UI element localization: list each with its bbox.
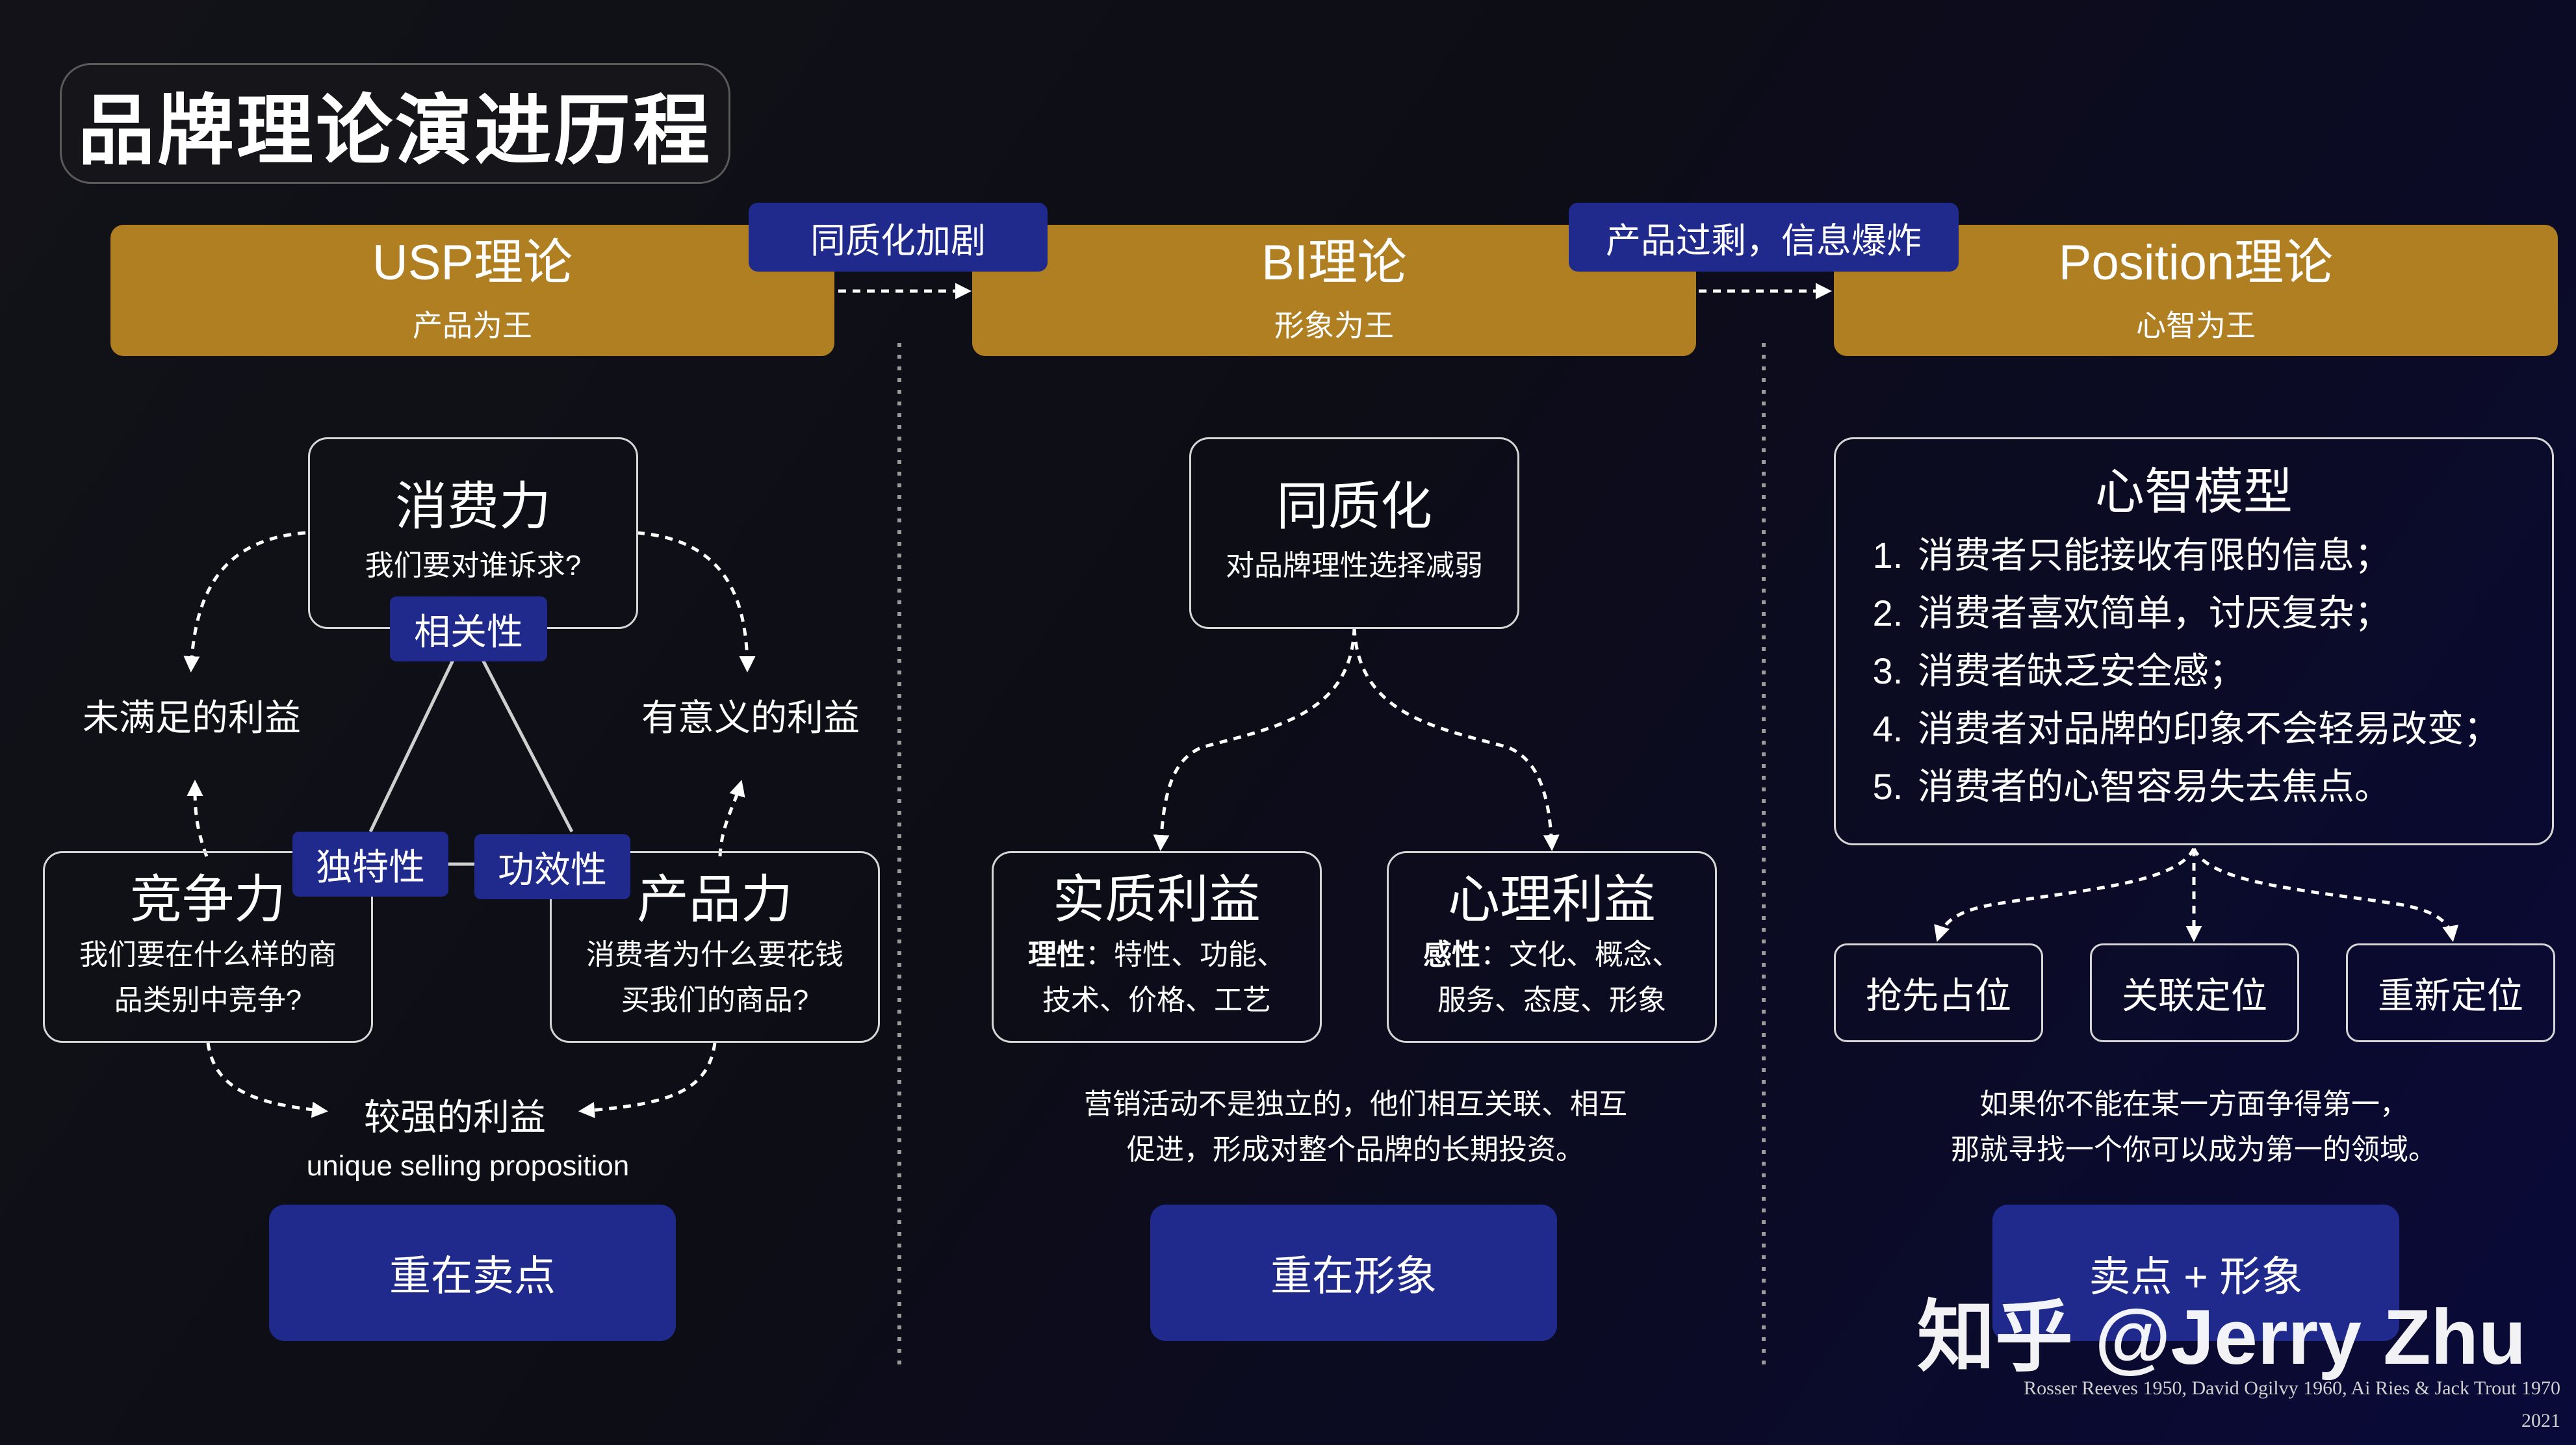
- substance-bold: 理性: [1028, 938, 1085, 971]
- arrow-to-strategy-1: [1934, 847, 2196, 942]
- substance-title: 实质利益: [1053, 870, 1261, 928]
- usp-english: unique selling proposition: [306, 1150, 630, 1182]
- compete-title: 竞争力: [130, 870, 286, 928]
- psych-box: 心理利益 感性：文化、概念、 服务、态度、形象: [1387, 851, 1717, 1043]
- arrow-to-strategy-3: [2192, 847, 2459, 942]
- page-title: 品牌理论演进历程: [77, 88, 712, 174]
- phase-usp: USP理论 产品为王: [110, 225, 834, 356]
- psych-bold: 感性: [1423, 938, 1480, 971]
- phase-bi-title: BI理论: [1261, 235, 1407, 291]
- focus-image: 重在形象: [1150, 1205, 1557, 1341]
- transition-homogenization: 同质化加剧: [749, 203, 1048, 272]
- psych-line1: ：文化、概念、: [1480, 938, 1681, 971]
- tag-efficacy: 功效性: [474, 834, 630, 899]
- phase-bi-subtitle: 形象为王: [1274, 308, 1394, 342]
- arrow-product-up: [718, 780, 745, 857]
- mind-model-list: 1.消费者只能接收有限的信息； 2.消费者喜欢简单，讨厌复杂； 3.消费者缺乏安…: [1858, 526, 2500, 815]
- phase-usp-title: USP理论: [372, 235, 573, 291]
- product-box: 产品力 消费者为什么要花钱 买我们的商品?: [550, 851, 880, 1043]
- product-sub-line2: 买我们的商品?: [621, 984, 809, 1016]
- arrow-to-meaningful: [636, 531, 756, 672]
- position-caption-line2: 那就寻找一个你可以成为第一的领域。: [1951, 1134, 2437, 1166]
- tag-unique: 独特性: [292, 832, 448, 897]
- strategy-preempt: 抢先占位: [1834, 943, 2043, 1042]
- mind-model-title: 心智模型: [2095, 465, 2293, 520]
- consume-box: 消费力 我们要对谁诉求?: [308, 437, 638, 629]
- substance-line1: ：特性、功能、: [1085, 938, 1285, 971]
- arrow-product-stronger: [578, 1042, 717, 1118]
- consume-sub: 我们要对谁诉求?: [365, 549, 582, 582]
- product-sub-line1: 消费者为什么要花钱: [586, 938, 844, 971]
- benefit-meaningful: 有意义的利益: [641, 697, 860, 738]
- psych-title: 心理利益: [1448, 870, 1656, 928]
- focus-selling-point: 重在卖点: [269, 1205, 676, 1341]
- triangle-left-edge: [368, 655, 457, 833]
- compete-sub-line1: 我们要在什么样的商: [79, 938, 337, 971]
- mind-item-3: 3.消费者缺乏安全感；: [1872, 650, 2245, 691]
- homo-title: 同质化: [1276, 477, 1432, 535]
- phase-usp-subtitle: 产品为王: [413, 308, 532, 342]
- position-caption: 如果你不能在某一方面争得第一， 那就寻找一个你可以成为第一的领域。: [1834, 1082, 2554, 1173]
- phase-position-title: Position理论: [2058, 235, 2334, 291]
- arrow-to-substance: [1153, 627, 1356, 851]
- phase-bi: BI理论 形象为王: [972, 225, 1696, 356]
- mind-item-5: 5.消费者的心智容易失去焦点。: [1872, 765, 2391, 807]
- mind-item-2: 2.消费者喜欢简单，讨厌复杂；: [1872, 592, 2391, 633]
- title-box: 品牌理论演进历程: [60, 63, 730, 184]
- credit-year: 2021: [2521, 1410, 2560, 1431]
- product-title: 产品力: [637, 870, 793, 928]
- arrow-to-unmet: [183, 531, 306, 672]
- homo-sub: 对品牌理性选择减弱: [1226, 549, 1483, 582]
- compete-sub-line2: 品类别中竞争?: [114, 984, 302, 1016]
- mind-model-box: 心智模型 1.消费者只能接收有限的信息； 2.消费者喜欢简单，讨厌复杂； 3.消…: [1834, 437, 2554, 845]
- mind-item-4: 4.消费者对品牌的印象不会轻易改变；: [1872, 708, 2500, 749]
- arrow-compete-stronger: [206, 1042, 328, 1118]
- phase-position-subtitle: 心智为王: [2136, 308, 2256, 342]
- mind-item-1: 1.消费者只能接收有限的信息；: [1872, 534, 2391, 576]
- consume-title: 消费力: [395, 477, 551, 535]
- homo-box: 同质化 对品牌理性选择减弱: [1189, 437, 1519, 629]
- tag-relevance: 相关性: [390, 596, 547, 661]
- compete-box: 竞争力 我们要在什么样的商 品类别中竞争?: [43, 851, 373, 1043]
- position-caption-line1: 如果你不能在某一方面争得第一，: [1979, 1088, 2408, 1120]
- arrow-compete-up: [187, 780, 209, 857]
- phase-position: Position理论 心智为王: [1834, 225, 2558, 356]
- benefit-stronger: 较强的利益: [364, 1097, 546, 1138]
- credit-line: Rosser Reeves 1950, David Ogilvy 1960, A…: [2024, 1377, 2560, 1399]
- arrow-to-psych: [1352, 627, 1560, 851]
- substance-box: 实质利益 理性：特性、功能、 技术、价格、工艺: [992, 851, 1322, 1043]
- substance-line2: 技术、价格、工艺: [1042, 984, 1271, 1016]
- watermark: 知乎 @Jerry Zhu: [1917, 1294, 2527, 1381]
- strategy-reposition: 重新定位: [2346, 943, 2555, 1042]
- triangle-right-edge: [479, 655, 574, 833]
- bi-caption-line2: 促进，形成对整个品牌的长期投资。: [1127, 1134, 1584, 1166]
- strategy-associate: 关联定位: [2090, 943, 2299, 1042]
- bi-caption: 营销活动不是独立的，他们相互关联、相互 促进，形成对整个品牌的长期投资。: [972, 1082, 1739, 1173]
- focus-combined: 卖点 + 形象: [1992, 1205, 2399, 1341]
- bi-caption-line1: 营销活动不是独立的，他们相互关联、相互: [1084, 1088, 1627, 1120]
- psych-line2: 服务、态度、形象: [1437, 984, 1666, 1016]
- transition-overload: 产品过剩，信息爆炸: [1569, 203, 1959, 272]
- benefit-unmet: 未满足的利益: [83, 697, 301, 738]
